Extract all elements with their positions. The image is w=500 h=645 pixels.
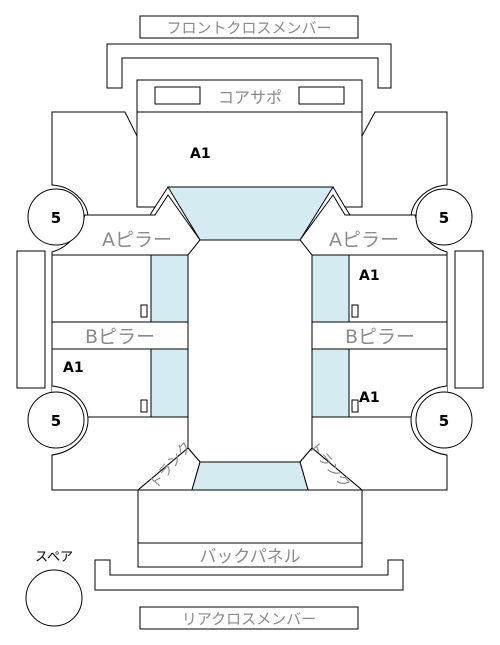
back-panel-label: バックパネル — [199, 547, 300, 567]
rear-left-tire-value: 5 — [51, 412, 61, 430]
left-side-sill — [16, 250, 46, 389]
grade-right-rear-door: A1 — [359, 390, 380, 406]
rear-right-tire — [415, 391, 473, 449]
headlight-left — [154, 86, 201, 105]
right-side-sill — [454, 250, 484, 389]
rear-cross-member-label: リアクロスメンバー — [182, 610, 316, 628]
rear-right-door-glass — [311, 348, 350, 418]
b-pillar-right — [311, 321, 448, 350]
spare-tire — [25, 569, 83, 627]
b-pillar-left-label: Bピラー — [85, 326, 155, 348]
front-left-tire — [27, 188, 85, 246]
rear-window — [191, 461, 309, 491]
front-right-door-glass — [311, 254, 350, 323]
roof — [187, 239, 313, 463]
grade-right-front-door: A1 — [359, 268, 380, 284]
rear-right-tire-value: 5 — [439, 412, 449, 430]
rear-cross-member-box — [139, 606, 359, 630]
rear-bumper-bracket — [94, 559, 404, 591]
front-left-door-handle — [140, 304, 148, 318]
rear-left-door-handle — [140, 399, 148, 413]
grade-front-hood: A1 — [190, 146, 211, 162]
front-left-door-glass — [150, 254, 189, 323]
b-pillar-right-label: Bピラー — [345, 326, 415, 348]
grade-left-rear-door: A1 — [63, 360, 84, 376]
front-left-tire-value: 5 — [51, 209, 61, 227]
front-cross-member-box — [139, 15, 359, 39]
spare-tire-label: スペア — [35, 550, 73, 565]
core-support-label: コアサポ — [218, 88, 282, 107]
front-bumper-bracket — [106, 43, 392, 89]
rear-right-door-handle — [351, 399, 359, 413]
front-right-tire — [415, 188, 473, 246]
trunk-lid — [137, 489, 363, 544]
headlight-right — [298, 86, 345, 105]
front-left-door — [51, 254, 152, 323]
b-pillar-left — [51, 321, 189, 350]
front-right-door — [348, 254, 448, 323]
front-right-door-handle — [351, 304, 359, 318]
a-pillar-left-label: Aピラー — [102, 229, 172, 251]
front-right-tire-value: 5 — [439, 209, 449, 227]
rear-left-tire — [27, 391, 85, 449]
front-cross-member-label: フロントクロスメンバー — [166, 19, 331, 37]
rear-left-door-glass — [150, 348, 189, 418]
a-pillar-right-label: Aピラー — [329, 229, 399, 251]
back-panel-box — [137, 542, 363, 568]
